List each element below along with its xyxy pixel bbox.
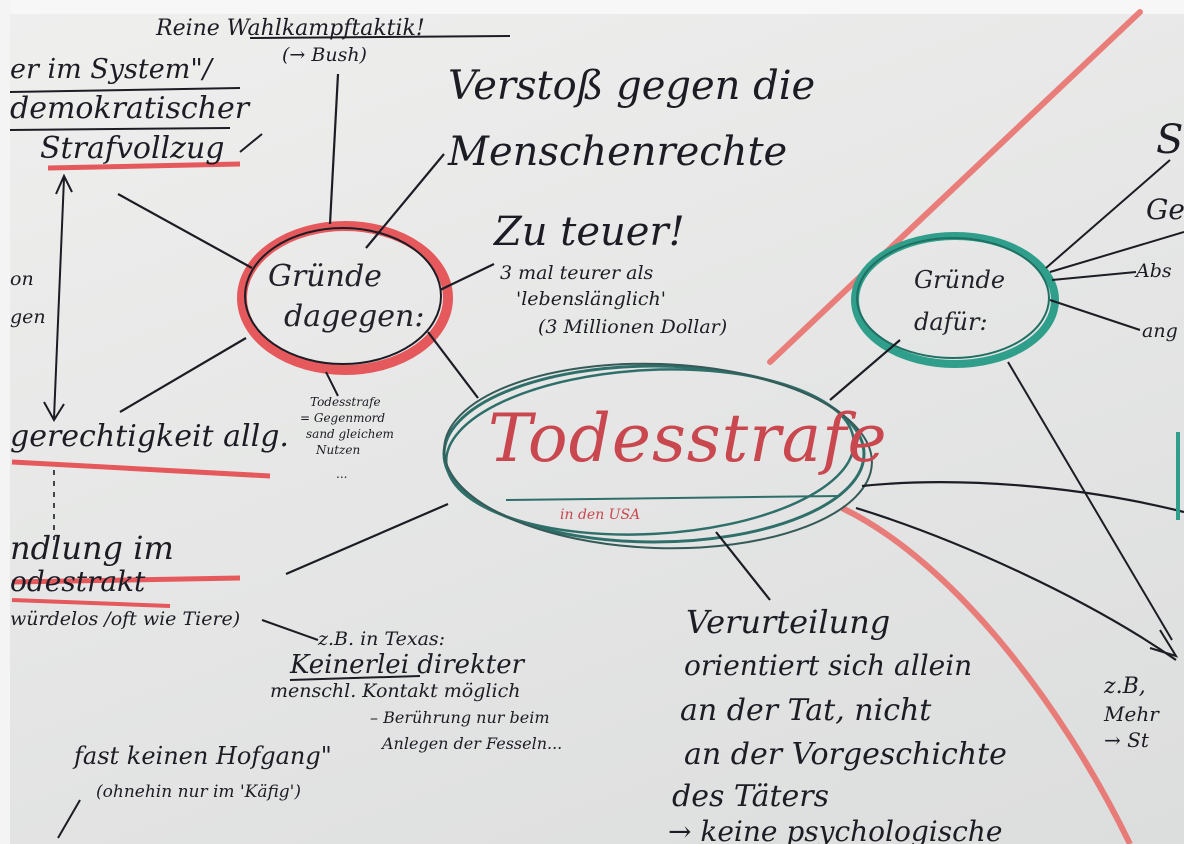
note-cost-2: 3 mal teurer als (500, 262, 654, 284)
note-verdict-3: an der Tat, nicht (680, 693, 932, 728)
ink-underline-system (9, 87, 241, 93)
note-verdict-5: des Täters (672, 779, 830, 814)
right-fragment-ge: Ge (1146, 193, 1184, 226)
branch-texas (261, 619, 319, 641)
right-fragment-st: → St (1104, 728, 1149, 752)
note-election-2: (→ Bush) (282, 44, 367, 66)
note-system-3: Strafvollzug (40, 131, 225, 166)
red-underline-strafvollzug (47, 161, 241, 171)
for-node-green-ring (851, 232, 1059, 368)
branch-election (328, 73, 340, 225)
note-yard-1: fast keinen Hofgang" (74, 742, 332, 770)
ink-underline-keinerlei (289, 675, 421, 681)
note-human-rights-1: Verstoß gegen die (448, 63, 816, 109)
right-fragment-s: S (1156, 117, 1184, 163)
note-texas-2: Keinerlei direkter (290, 650, 525, 680)
note-texas-5: Anlegen der Fesseln... (382, 734, 563, 753)
against-node-label-2: dagegen: (284, 299, 425, 334)
branch-for-1 (1045, 159, 1171, 269)
note-same-benefit-3: sand gleichem (306, 427, 394, 441)
note-cost-3: 'lebenslänglich' (516, 288, 666, 310)
paper-left-edge (0, 0, 10, 844)
paper-top-edge (0, 0, 1184, 14)
left-arrow-top (55, 173, 73, 195)
note-same-benefit-2: = Gegenmord (300, 411, 386, 425)
note-verdict-4: an der Vorgeschichte (684, 737, 1007, 772)
branch-center-for (829, 339, 901, 401)
note-verdict-2: orientiert sich allein (684, 649, 973, 682)
note-texas-1: z.B. in Texas: (318, 628, 446, 650)
note-yard-2: (ohnehin nur im 'Käfig') (96, 782, 301, 802)
note-treatment-1: ndlung im (10, 529, 174, 567)
red-underline-todestrakt (11, 575, 241, 585)
right-fragment-mehr: Mehr (1104, 702, 1159, 726)
note-treatment-3: würdelos /oft wie Tiere) (10, 608, 241, 630)
branch-treatment (285, 502, 449, 576)
branch-justice (119, 337, 247, 413)
note-verdict-6: → keine psychologische (668, 815, 1003, 844)
note-system-2: demokratischer (10, 91, 250, 126)
for-node-ink-ring (856, 237, 1050, 359)
red-underline-todestrakt-2 (11, 598, 171, 608)
note-human-rights-2: Menschenrechte (448, 129, 788, 175)
branch-human-rights (365, 153, 445, 249)
note-same-benefit-4: Nutzen (316, 443, 361, 457)
note-fragment-left-2: gen (10, 306, 46, 328)
red-underline-gerechtigkeit (11, 459, 271, 479)
branch-for-3 (1051, 271, 1137, 281)
branch-cost (439, 263, 495, 291)
branch-for-4 (1049, 299, 1141, 331)
ink-underline-demokratisch (9, 127, 231, 131)
right-fragment-zb: z.B, (1104, 674, 1146, 699)
branch-system (117, 193, 253, 269)
branch-for-down (1007, 361, 1173, 641)
center-ring-3 (443, 362, 873, 550)
note-justice: gerechtigkeit allg. (10, 419, 289, 454)
red-curve-stroke (840, 505, 1133, 844)
ink-underline-wahlkampf (249, 35, 511, 39)
for-node-label-1: Gründe (914, 266, 1006, 294)
note-texas-4: – Berührung nur beim (370, 708, 550, 727)
note-system-1: er im System"/ (10, 54, 212, 85)
branch-yard (57, 799, 81, 839)
right-fragment-ang: ang (1142, 320, 1178, 342)
note-election-1: Reine Wahlkampftaktik! (156, 16, 425, 41)
center-title: Todesstrafe (488, 400, 888, 477)
for-node-label-2: dafür: (914, 308, 988, 336)
branch-system-b (239, 133, 263, 153)
against-node-ink-ring (244, 227, 442, 365)
note-treatment-2: odestrakt (10, 565, 146, 598)
red-divider-stroke (767, 9, 1143, 365)
against-node-label-1: Gründe (268, 259, 382, 294)
note-verdict-1: Verurteilung (686, 603, 891, 641)
center-subtitle: in den USA (560, 507, 641, 523)
note-cost-4: (3 Millionen Dollar) (538, 316, 728, 338)
branch-for-2 (1049, 231, 1184, 273)
note-fragment-left-1: on (10, 268, 34, 290)
branch-center-right-1 (861, 481, 1184, 514)
branch-center-right-2 (855, 506, 1177, 661)
branch-verdict (715, 531, 771, 601)
note-same-benefit-1: Todesstrafe (310, 395, 381, 409)
note-same-benefit-5: ... (336, 467, 348, 481)
branch-same-benefit (325, 371, 339, 397)
left-arrow-bottom (43, 401, 65, 422)
center-title-underline (505, 495, 841, 501)
arrowhead-right (1149, 629, 1179, 658)
against-node-red-ring (237, 221, 453, 375)
note-cost-1: Zu teuer! (494, 209, 685, 255)
right-fragment-abs: Abs (1136, 260, 1172, 282)
note-texas-3: menschl. Kontakt möglich (270, 680, 521, 702)
left-double-arrow (53, 177, 65, 419)
branch-against-center (427, 331, 479, 399)
